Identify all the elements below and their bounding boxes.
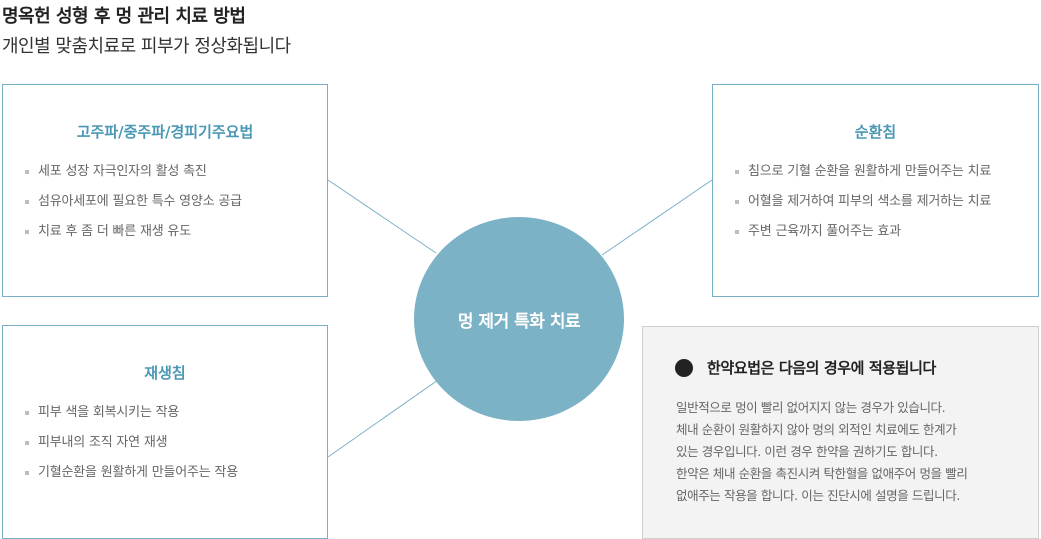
center-label: 멍 제거 특화 치료 — [457, 311, 581, 332]
note-body: 일반적으로 멍이 빨리 없어지지 않는 경우가 있습니다. 체내 순환이 원활하… — [676, 397, 1010, 507]
note-line: 체내 순환이 원활하지 않아 멍의 외적인 치료에도 한계가 — [676, 422, 957, 437]
list-item: 주변 근육까지 풀어주는 효과 — [735, 224, 1038, 239]
connector-top-right — [601, 179, 713, 256]
box-title: 고주파/중주파/경피기주요법 — [76, 123, 254, 141]
page-title: 명옥헌 성형 후 멍 관리 치료 방법 — [2, 6, 246, 27]
treatment-box-regeneration: 재생침 피부 색을 회복시키는 작용 피부내의 조직 자연 재생 기혈순환을 원… — [2, 325, 328, 539]
box-list: 침으로 기혈 순환을 원활하게 만들어주는 치료 어혈을 제거하여 피부의 색소… — [713, 164, 1038, 239]
bullet-dot-icon — [675, 358, 693, 377]
herbal-medicine-note: 한약요법은 다음의 경우에 적용됩니다 일반적으로 멍이 빨리 없어지지 않는 … — [642, 326, 1039, 539]
note-line: 일반적으로 멍이 빨리 없어지지 않는 경우가 있습니다. — [676, 400, 946, 415]
note-line: 없애주는 작용을 합니다. 이는 진단시에 설명을 드립니다. — [676, 488, 960, 503]
page-subtitle: 개인별 맞춤치료로 피부가 정상화됩니다 — [2, 36, 291, 57]
connector-bottom-left — [327, 379, 439, 458]
list-item: 섬유아세포에 필요한 특수 영양소 공급 — [25, 194, 327, 209]
list-item: 기혈순환을 원활하게 만들어주는 작용 — [25, 465, 327, 480]
treatment-box-radiofrequency: 고주파/중주파/경피기주요법 세포 성장 자극인자의 활성 촉진 섬유아세포에 … — [2, 84, 328, 297]
list-item: 피부내의 조직 자연 재생 — [25, 435, 327, 450]
treatment-box-circulation: 순환침 침으로 기혈 순환을 원활하게 만들어주는 치료 어혈을 제거하여 피부… — [712, 84, 1039, 297]
list-item: 어혈을 제거하여 피부의 색소를 제거하는 치료 — [735, 194, 1038, 209]
box-title: 재생침 — [144, 364, 186, 382]
center-circle: 멍 제거 특화 치료 — [414, 217, 624, 421]
list-item: 피부 색을 회복시키는 작용 — [25, 405, 327, 420]
note-line: 한약은 체내 순환을 촉진시켜 탁한혈을 없애주어 멍을 빨리 — [676, 466, 968, 481]
connector-top-left — [327, 179, 437, 254]
note-line: 있는 경우입니다. 이런 경우 한약을 권하기도 합니다. — [676, 444, 938, 459]
box-list: 피부 색을 회복시키는 작용 피부내의 조직 자연 재생 기혈순환을 원활하게 … — [3, 405, 327, 480]
box-title: 순환침 — [854, 123, 897, 141]
box-list: 세포 성장 자극인자의 활성 촉진 섬유아세포에 필요한 특수 영양소 공급 치… — [3, 164, 327, 239]
list-item: 세포 성장 자극인자의 활성 촉진 — [25, 164, 327, 179]
list-item: 치료 후 좀 더 빠른 재생 유도 — [25, 224, 327, 239]
note-header: 한약요법은 다음의 경우에 적용됩니다 — [675, 357, 936, 378]
note-title: 한약요법은 다음의 경우에 적용됩니다 — [707, 359, 936, 377]
list-item: 침으로 기혈 순환을 원활하게 만들어주는 치료 — [735, 164, 1038, 179]
